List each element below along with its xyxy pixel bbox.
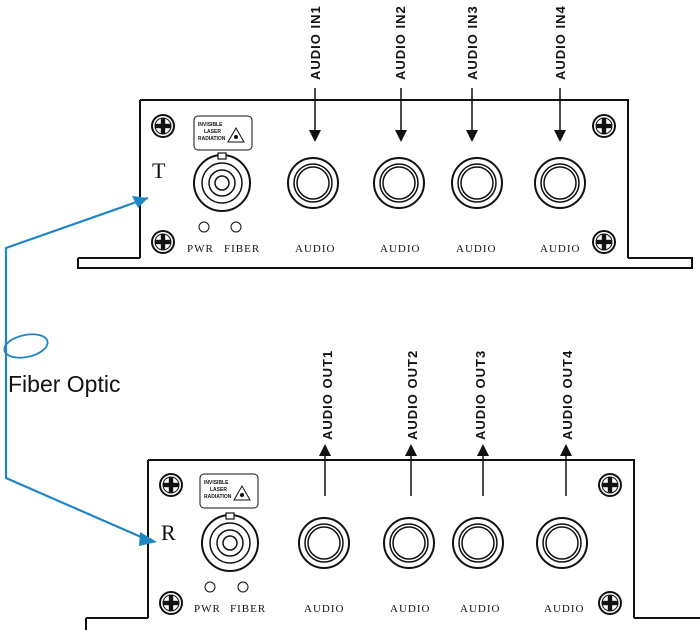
transmitter-chassis bbox=[77, 99, 693, 269]
audio-jack-icon bbox=[534, 157, 586, 209]
fiber-arrow-icon bbox=[139, 532, 157, 546]
receiver-unit: R INVISIBLE LASER RADIATION PWR FIBER AU… bbox=[85, 350, 700, 630]
audio-label: AUDIO bbox=[304, 603, 344, 615]
pwr-label: PWR bbox=[187, 243, 214, 255]
svg-text:LASER: LASER bbox=[204, 129, 221, 135]
audio-jack-icon bbox=[451, 157, 503, 209]
fiber-optic-cable bbox=[4, 196, 149, 542]
audio-jack-icon bbox=[383, 517, 435, 569]
screw-icon bbox=[592, 230, 616, 254]
audio-out4-label: AUDIO OUT4 bbox=[560, 350, 575, 440]
svg-text:RADIATION: RADIATION bbox=[204, 494, 232, 500]
transmitter-letter: T bbox=[152, 158, 166, 183]
screw-icon bbox=[598, 591, 622, 615]
fiber-arrow-icon bbox=[132, 196, 148, 208]
screw-icon bbox=[592, 114, 616, 138]
audio-in1-label: AUDIO IN1 bbox=[308, 5, 323, 80]
fiber-led-icon bbox=[230, 221, 242, 233]
audio-in4-label: AUDIO IN4 bbox=[553, 5, 568, 80]
laser-warning-label: INVISIBLE LASER RADIATION bbox=[199, 473, 259, 509]
screw-icon bbox=[598, 473, 622, 497]
audio-label: AUDIO bbox=[460, 603, 500, 615]
fiber-label: FIBER bbox=[224, 243, 260, 255]
svg-text:INVISIBLE: INVISIBLE bbox=[204, 480, 229, 486]
pwr-led-icon bbox=[198, 221, 210, 233]
audio-label: AUDIO bbox=[544, 603, 584, 615]
audio-label: AUDIO bbox=[390, 603, 430, 615]
fiber-label: FIBER bbox=[230, 603, 266, 615]
audio-jack-icon bbox=[536, 517, 588, 569]
audio-in2-label: AUDIO IN2 bbox=[393, 5, 408, 80]
audio-label: AUDIO bbox=[295, 243, 335, 255]
audio-jack-icon bbox=[373, 157, 425, 209]
laser-warning-label: INVISIBLE LASER RADIATION bbox=[193, 115, 253, 151]
audio-in3-label: AUDIO IN3 bbox=[465, 5, 480, 80]
fiber-optic-link: Fiber Optic bbox=[3, 196, 157, 546]
svg-text:LASER: LASER bbox=[210, 487, 227, 493]
receiver-letter: R bbox=[161, 520, 176, 545]
fiber-connector-icon bbox=[201, 512, 259, 572]
screw-icon bbox=[151, 230, 175, 254]
transmitter-unit: T INVISIBLE LASER RADIATION PWR FIBER AU… bbox=[77, 5, 693, 269]
audio-label: AUDIO bbox=[380, 243, 420, 255]
fiber-optic-label: Fiber Optic bbox=[8, 371, 120, 397]
pwr-label: PWR bbox=[194, 603, 221, 615]
pwr-led-icon bbox=[204, 581, 216, 593]
svg-text:INVISIBLE: INVISIBLE bbox=[198, 122, 223, 128]
audio-out1-label: AUDIO OUT1 bbox=[320, 350, 335, 440]
audio-jack-icon bbox=[298, 517, 350, 569]
screw-icon bbox=[159, 473, 183, 497]
audio-label: AUDIO bbox=[540, 243, 580, 255]
audio-label: AUDIO bbox=[456, 243, 496, 255]
fiber-connector-icon bbox=[193, 152, 251, 212]
fiber-bundle-icon bbox=[3, 333, 49, 359]
svg-text:RADIATION: RADIATION bbox=[198, 136, 226, 142]
fiber-led-icon bbox=[237, 581, 249, 593]
audio-jack-icon bbox=[287, 157, 339, 209]
audio-out3-label: AUDIO OUT3 bbox=[473, 350, 488, 440]
audio-out2-label: AUDIO OUT2 bbox=[405, 350, 420, 440]
audio-jack-icon bbox=[452, 517, 504, 569]
screw-icon bbox=[159, 591, 183, 615]
screw-icon bbox=[151, 114, 175, 138]
